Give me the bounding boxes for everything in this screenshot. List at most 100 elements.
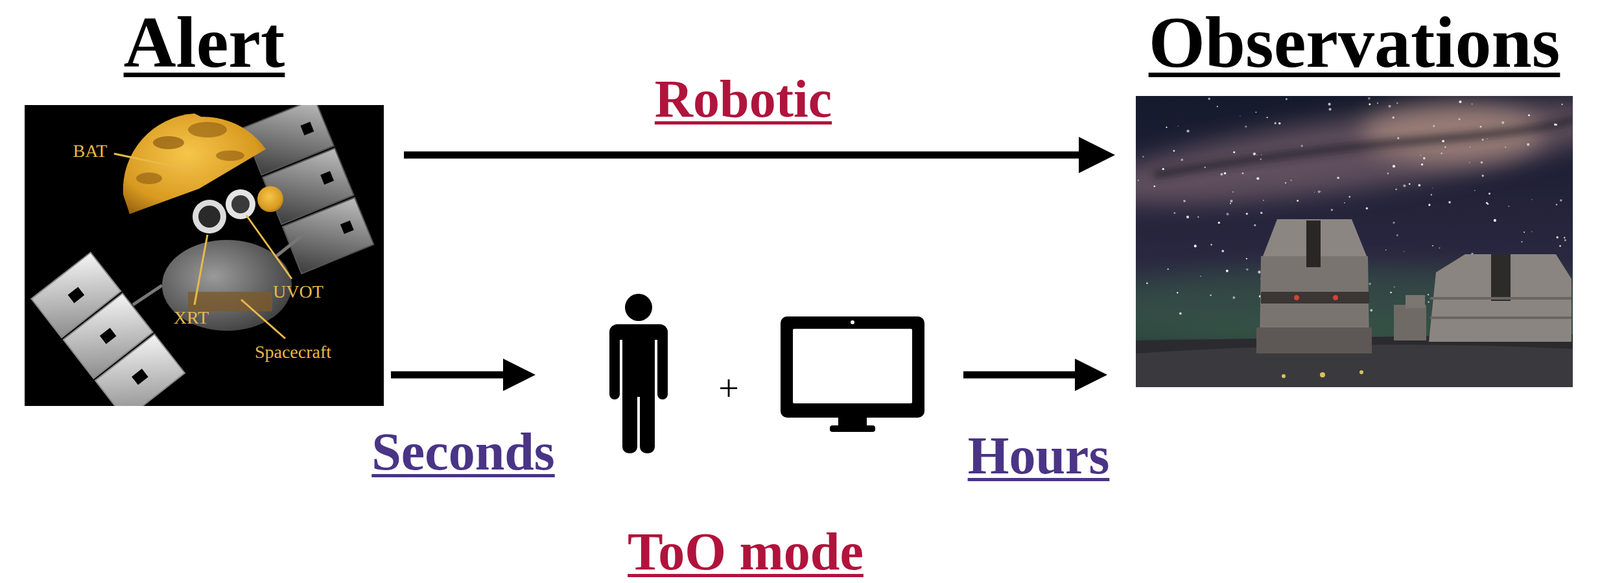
star xyxy=(1244,125,1247,128)
star xyxy=(1255,111,1258,113)
route-label: Hours xyxy=(967,426,1110,485)
star xyxy=(1246,268,1249,271)
star xyxy=(1367,97,1371,100)
star xyxy=(1204,166,1206,168)
plus-sign: + xyxy=(718,368,740,410)
star xyxy=(1165,126,1167,128)
star xyxy=(1368,103,1371,106)
star xyxy=(1253,224,1256,227)
image-background xyxy=(24,105,384,406)
dust-lane xyxy=(1153,117,1573,176)
star xyxy=(1387,172,1390,175)
star xyxy=(1365,207,1368,210)
star xyxy=(1423,156,1426,160)
uvot-lens xyxy=(231,195,250,214)
star xyxy=(1278,122,1281,125)
star xyxy=(1553,123,1556,126)
star xyxy=(1197,216,1199,218)
person-leg xyxy=(639,382,655,454)
monitor-camera xyxy=(850,320,855,325)
xrt-lens xyxy=(192,199,227,234)
leader-line xyxy=(246,215,292,279)
star xyxy=(1179,312,1182,316)
star xyxy=(1285,97,1288,100)
star xyxy=(1421,163,1424,166)
star xyxy=(1225,212,1229,216)
enclosure-base xyxy=(1256,327,1372,354)
star xyxy=(1153,185,1156,187)
star xyxy=(1559,199,1563,202)
star xyxy=(1186,215,1189,219)
star xyxy=(1257,270,1261,273)
star xyxy=(1528,114,1530,117)
star xyxy=(1559,245,1562,248)
observations-panel: Observations xyxy=(1135,2,1573,388)
star xyxy=(1290,179,1293,181)
star xyxy=(1229,199,1233,203)
panel-hole xyxy=(340,220,354,235)
star xyxy=(1225,269,1229,273)
person-head xyxy=(624,293,653,321)
star xyxy=(1233,151,1236,153)
xrt-lens xyxy=(198,205,221,228)
star xyxy=(1531,199,1532,200)
ground-light xyxy=(1281,374,1286,378)
bat-dish xyxy=(123,113,266,214)
star xyxy=(1174,211,1177,214)
panel-cell xyxy=(282,197,374,274)
panel-hole xyxy=(68,286,85,303)
star xyxy=(1246,258,1248,260)
dome-slit xyxy=(1306,220,1321,268)
star xyxy=(1432,245,1434,247)
gold-sphere xyxy=(257,186,284,212)
star xyxy=(1531,231,1532,233)
panel-heading: Alert xyxy=(123,2,286,83)
star xyxy=(1376,102,1379,104)
star xyxy=(1256,176,1259,180)
star xyxy=(1507,205,1510,207)
star xyxy=(1419,154,1422,157)
small-building xyxy=(1405,294,1425,308)
leader-line xyxy=(114,153,192,170)
star xyxy=(1561,103,1564,106)
arrow-head xyxy=(503,358,536,391)
star xyxy=(1469,162,1471,164)
star xyxy=(1395,188,1398,191)
strut xyxy=(272,233,305,260)
star xyxy=(1396,102,1398,104)
star xyxy=(1319,190,1321,192)
star xyxy=(1448,200,1451,204)
star xyxy=(1402,184,1406,188)
star xyxy=(1368,282,1371,285)
strut xyxy=(132,285,163,305)
star xyxy=(1216,105,1219,107)
panel-heading: Observations xyxy=(1148,2,1561,83)
star xyxy=(1260,154,1262,155)
satellite-drawing xyxy=(31,105,374,406)
star xyxy=(1220,173,1223,176)
flow-arrow xyxy=(403,136,1116,174)
monitor-screen xyxy=(792,328,913,404)
uvot-lens xyxy=(225,189,256,220)
star xyxy=(1207,97,1211,101)
star xyxy=(1176,291,1178,294)
arrow-head xyxy=(1078,136,1116,174)
part-name: BAT xyxy=(73,141,108,162)
star xyxy=(1432,187,1433,189)
solar-panel xyxy=(31,252,185,406)
star xyxy=(1262,199,1265,201)
star xyxy=(1427,301,1430,304)
star xyxy=(1218,221,1221,224)
milky-way xyxy=(1135,95,1573,226)
monitor-icon xyxy=(780,316,925,432)
star xyxy=(1229,202,1232,205)
star xyxy=(1142,156,1144,158)
part-name: Spacecraft xyxy=(254,342,332,363)
star xyxy=(1173,149,1176,152)
star xyxy=(1397,136,1400,139)
star xyxy=(1330,208,1333,211)
ground-light xyxy=(1359,370,1364,375)
star xyxy=(1221,249,1224,253)
star xyxy=(1458,100,1462,104)
star xyxy=(1438,247,1440,249)
